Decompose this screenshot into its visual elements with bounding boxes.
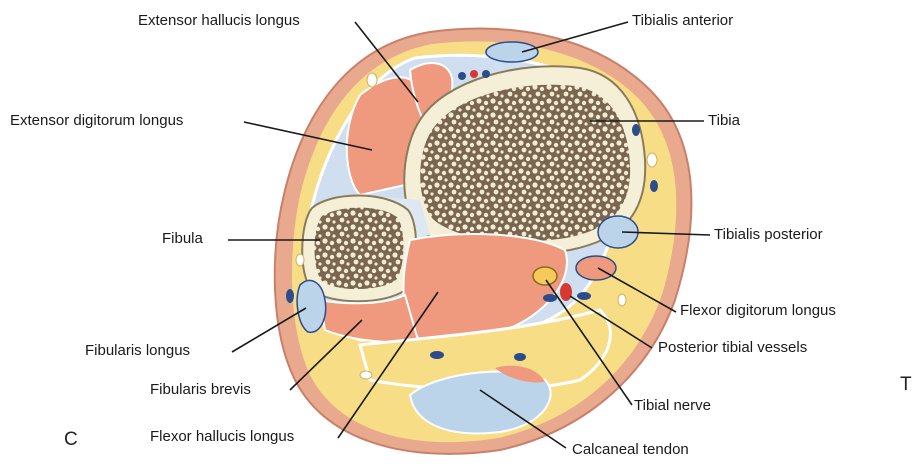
superficial-vein-5 (514, 353, 526, 361)
label-extensor-hallucis-longus: Extensor hallucis longus (138, 12, 300, 30)
tibialis-anterior-tendon (486, 42, 538, 62)
fat-lobule-3 (296, 254, 304, 266)
superficial-vein-4 (430, 351, 444, 359)
fibularis-longus-tendon (297, 280, 325, 332)
label-extensor-digitorum-longus: Extensor digitorum longus (10, 112, 183, 130)
label-fibularis-longus: Fibularis longus (85, 342, 190, 360)
label-tibialis-anterior: Tibialis anterior (632, 12, 733, 30)
panel-letter-t: T (900, 374, 912, 396)
fat-lobule-5 (618, 294, 626, 306)
label-tibialis-posterior: Tibialis posterior (714, 226, 823, 244)
fat-lobule-4 (360, 371, 372, 379)
vessel-anterior-3 (482, 70, 490, 78)
tibial-nerve-structure (533, 267, 557, 285)
superficial-vein-3 (286, 289, 294, 303)
label-tibial-nerve: Tibial nerve (634, 397, 711, 415)
panel-letter-c: C (64, 429, 78, 451)
vessel-anterior-2 (470, 70, 478, 78)
fat-lobule-1 (367, 73, 377, 87)
posterior-tibial-vein-1 (543, 294, 557, 302)
superficial-vein-1 (632, 124, 640, 136)
label-calcaneal-tendon: Calcaneal tendon (572, 441, 689, 459)
label-tibia: Tibia (708, 112, 740, 130)
fat-lobule-2 (647, 153, 657, 167)
label-fibula: Fibula (162, 230, 203, 248)
label-flexor-digitorum-longus: Flexor digitorum longus (680, 302, 836, 320)
fibula-trabecular (315, 208, 404, 290)
vessel-anterior-1 (458, 72, 466, 80)
flexor-digitorum-longus-tendon (576, 256, 616, 280)
superficial-vein-2 (650, 180, 658, 192)
posterior-tibial-artery (560, 283, 572, 301)
label-flexor-hallucis-longus: Flexor hallucis longus (150, 428, 294, 446)
posterior-tibial-vein-2 (577, 292, 591, 300)
label-posterior-tibial-vessels: Posterior tibial vessels (658, 339, 807, 357)
label-fibularis-brevis: Fibularis brevis (150, 381, 251, 399)
